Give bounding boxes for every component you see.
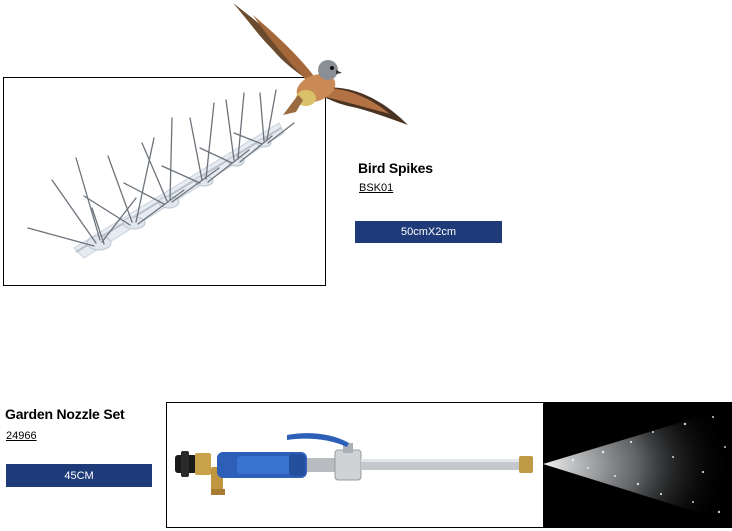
- bird-spikes-image-frame: [3, 77, 326, 286]
- size-badge-garden-nozzle: 45CM: [6, 464, 152, 487]
- product-code-bird-spikes[interactable]: BSK01: [359, 182, 394, 194]
- bird-spikes-image: [27, 89, 295, 259]
- size-label: 50cmX2cm: [400, 226, 457, 238]
- kestrel-bird-image: [228, 0, 413, 130]
- product-title-garden-nozzle: Garden Nozzle Set: [5, 406, 125, 422]
- size-label: 45CM: [64, 469, 94, 482]
- product-code-garden-nozzle[interactable]: 24966: [6, 430, 37, 442]
- water-spray-image: [543, 402, 732, 528]
- size-badge-bird-spikes: 50cmX2cm: [355, 221, 502, 243]
- garden-nozzle-image: [175, 433, 533, 495]
- garden-nozzle-image-frame: [166, 402, 544, 528]
- product-title-bird-spikes: Bird Spikes: [358, 160, 433, 176]
